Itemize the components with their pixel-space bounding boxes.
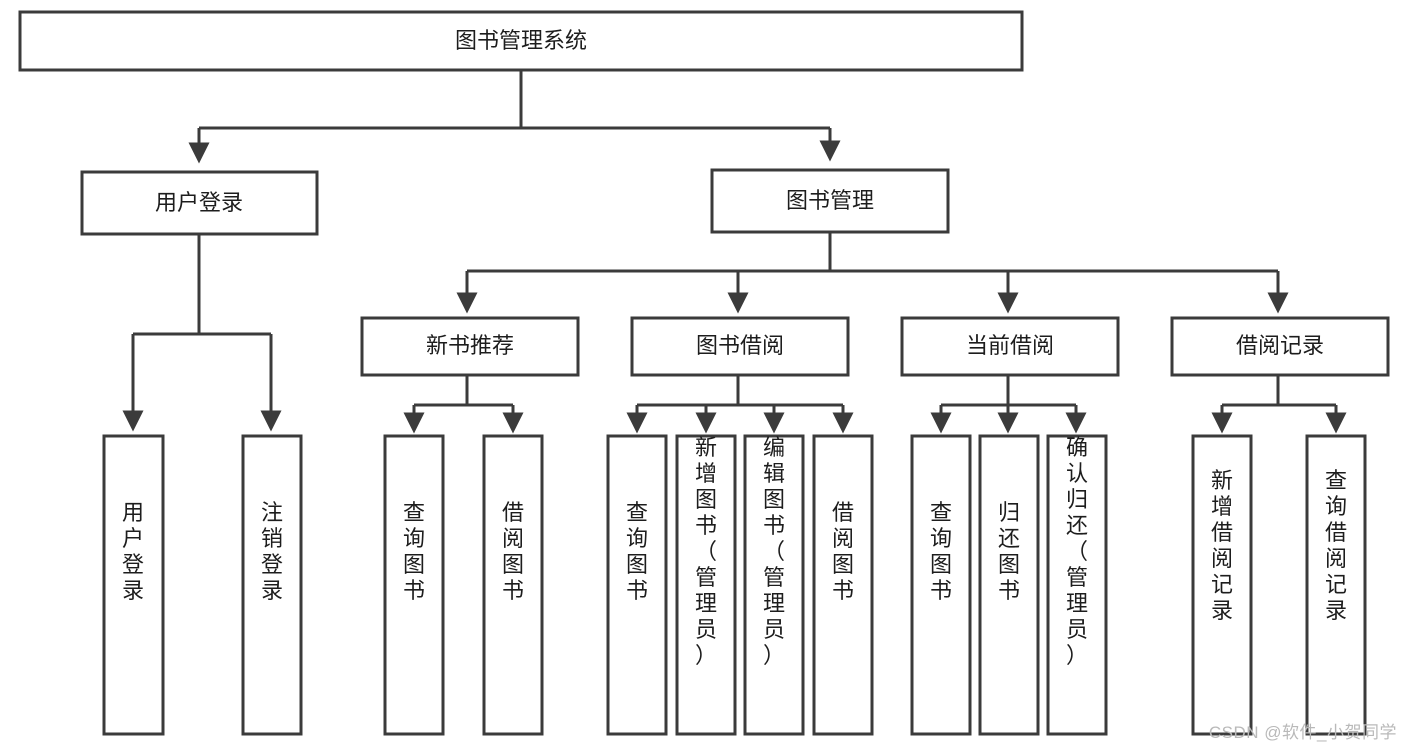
leaf-query-book-3[interactable]: 查询图书 xyxy=(910,434,972,736)
leaf-confirm-return[interactable]: 确认归还（管理员） xyxy=(1046,434,1108,736)
leaf-borrow-book-1-label: 借阅图书 xyxy=(502,500,524,603)
leaf-confirm-return-label: 确认归还（管理员） xyxy=(1066,435,1088,668)
leaf-query-book-1-label: 查询图书 xyxy=(403,500,425,603)
node-book-borrow-label: 图书借阅 xyxy=(696,333,784,358)
csdn-watermark: CSDN @软件_小贺同学 xyxy=(1208,723,1397,742)
leaf-add-record-label: 新增借阅记录 xyxy=(1211,468,1233,623)
leaf-query-book-1[interactable]: 查询图书 xyxy=(383,434,445,736)
leaf-add-book[interactable]: 新增图书（管理员） xyxy=(675,434,737,736)
leaf-edit-book[interactable]: 编辑图书（管理员） xyxy=(743,434,805,736)
leaf-logout-label: 注销登录 xyxy=(261,500,283,603)
node-borrow-record-label: 借阅记录 xyxy=(1236,333,1324,358)
leaf-borrow-book-1[interactable]: 借阅图书 xyxy=(482,434,544,736)
leaf-query-book-3-label: 查询图书 xyxy=(930,500,952,603)
node-root[interactable]: 图书管理系统 xyxy=(18,10,1024,72)
leaf-user-login-label: 用户登录 xyxy=(122,500,144,603)
node-current-borrow[interactable]: 当前借阅 xyxy=(900,316,1120,377)
leaf-add-record[interactable]: 新增借阅记录 xyxy=(1191,434,1253,736)
node-book-manage[interactable]: 图书管理 xyxy=(710,168,950,234)
node-user-login-label: 用户登录 xyxy=(155,190,243,215)
node-borrow-record[interactable]: 借阅记录 xyxy=(1170,316,1390,377)
leaf-return-book[interactable]: 归还图书 xyxy=(978,434,1040,736)
node-new-book-rec-label: 新书推荐 xyxy=(426,333,514,358)
leaf-edit-book-label: 编辑图书（管理员） xyxy=(763,435,785,668)
leaf-query-record[interactable]: 查询借阅记录 xyxy=(1305,434,1367,736)
node-current-borrow-label: 当前借阅 xyxy=(966,333,1054,358)
leaf-user-login[interactable]: 用户登录 xyxy=(102,434,165,736)
node-book-borrow[interactable]: 图书借阅 xyxy=(630,316,850,377)
node-book-manage-label: 图书管理 xyxy=(786,188,874,213)
leaf-query-book-2[interactable]: 查询图书 xyxy=(606,434,668,736)
leaf-query-book-2-label: 查询图书 xyxy=(626,500,648,603)
leaf-borrow-book-2[interactable]: 借阅图书 xyxy=(812,434,874,736)
leaf-return-book-label: 归还图书 xyxy=(998,500,1020,603)
edges-layer xyxy=(122,70,1347,434)
leaf-logout[interactable]: 注销登录 xyxy=(241,434,303,736)
node-user-login[interactable]: 用户登录 xyxy=(80,170,319,236)
leaf-query-record-label: 查询借阅记录 xyxy=(1325,468,1347,623)
leaf-add-book-label: 新增图书（管理员） xyxy=(695,435,717,668)
node-new-book-rec[interactable]: 新书推荐 xyxy=(360,316,580,377)
node-root-label: 图书管理系统 xyxy=(455,28,587,53)
leaf-borrow-book-2-label: 借阅图书 xyxy=(832,500,854,603)
